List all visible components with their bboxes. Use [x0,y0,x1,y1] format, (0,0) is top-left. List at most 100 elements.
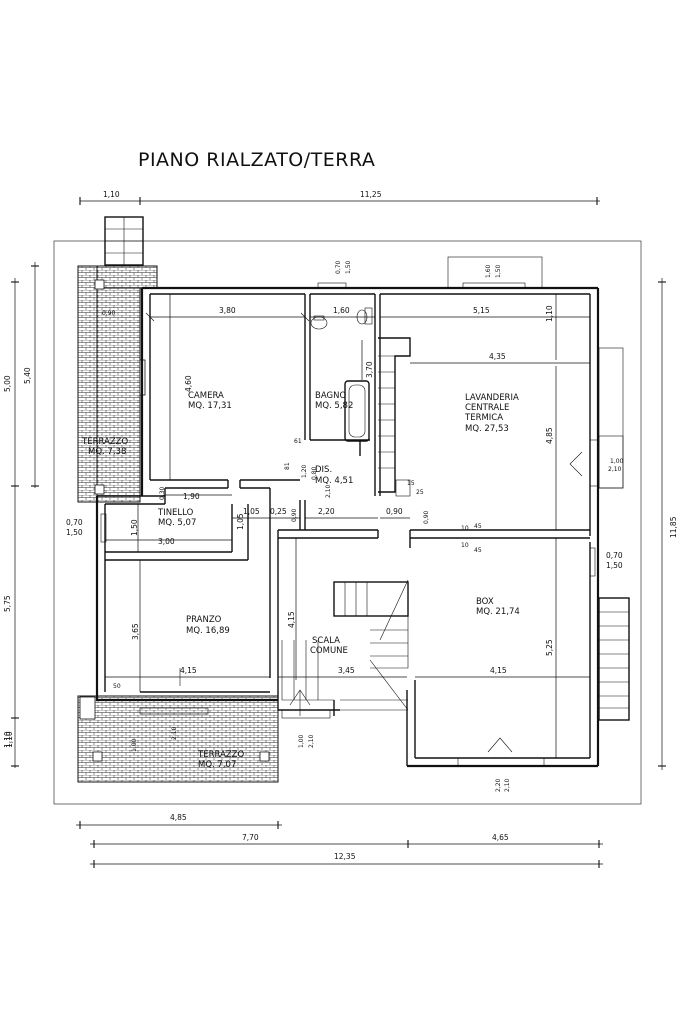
bagno-win-a: 0,70 [335,260,342,274]
tinello-win-a: 0,70 [66,518,83,527]
tinello-window [100,513,107,543]
dim-tinello-h1: 0,30 [159,486,166,500]
dim-top-right: 11,25 [360,190,382,199]
dim-left-540: 5,40 [23,367,32,384]
terrace-bottom-area: MQ. 7,07 [198,760,236,770]
dim-camera-w: 3,80 [219,306,236,315]
external-stair-top [104,216,144,266]
terrace-left-name: TERRAZZO [81,437,128,447]
bathtub [344,380,370,442]
bagno-win-b: 1,50 [345,260,352,274]
room-pranzo-area: MQ. 16,89 [186,626,230,636]
room-bagno-name: BAGNO [315,391,346,401]
scala-door-a: 1,00 [298,734,305,748]
dim-box-h: 5,25 [545,639,554,656]
lavanderia-entry-arrow [569,451,583,477]
terrace-left-area: MQ. 7,38 [88,447,126,457]
pranzo-win-b: 2,10 [171,726,178,740]
room-box-name: BOX [476,597,494,607]
right-dimension-chain: 11,85 [658,278,678,770]
box-door-b: 2,10 [504,778,511,792]
room-box-area: MQ. 21,74 [476,607,520,617]
dim-box-w: 4,15 [490,666,507,675]
small-45b: 45 [474,547,482,554]
room-dis-name: DIS. [315,465,332,475]
stair-common [281,579,409,716]
dim-scala-w: 3,45 [338,666,355,675]
dim-lav-h1: 1,10 [545,305,554,322]
room-lavanderia-line3: TERMICA [464,413,503,423]
room-scala-line2: COMUNE [310,646,348,656]
box-door-a: 2,20 [495,778,502,792]
room-pranzo-name: PRANZO [186,615,222,625]
dim-tinello-h2: 1,50 [130,519,139,536]
stair-lavanderia [378,337,411,497]
terrace-left: 0,90 TERRAZZO MQ. 7,38 [77,265,158,503]
dis-210: 2,10 [325,484,332,498]
dim-pranzo-w: 4,15 [180,666,197,675]
lav-door-a: 1,00 [610,458,624,465]
dim-pranzo-h: 3,65 [131,623,140,640]
room-camera-name: CAMERA [188,391,224,401]
terrace-bottom-name: TERRAZZO [197,750,244,760]
bagno-fixtures [310,307,373,442]
room-camera-area: MQ. 17,31 [188,401,232,411]
windows [100,256,599,767]
box-win-a: 0,70 [606,551,623,560]
dim-left-bottom-dup: 1,10 [5,731,14,748]
dim-bottom-465: 4,65 [492,833,509,842]
scala-door-b: 2,10 [308,734,315,748]
dim-lav-w1: 5,15 [473,306,490,315]
small-45a: 45 [474,523,482,530]
dim-bottom-485: 4,85 [170,813,187,822]
sheet-frame [53,240,642,805]
dim-025: 0,25 [270,507,287,516]
room-bagno-area: MQ. 5,82 [315,401,353,411]
dim-top-left: 1,10 [103,190,120,199]
dim-105: 1,05 [243,507,260,516]
dis-120: 1,20 [301,464,308,478]
dim-right-total: 11,85 [669,516,678,538]
dim-tinello-w1: 1,90 [183,492,200,501]
dim-bottom-770: 7,70 [242,833,259,842]
dim-lav-h2: 4,85 [545,427,554,444]
small-50: 50 [113,683,121,690]
lav-win-b: 1,50 [495,264,502,278]
external-stair-right [598,597,630,721]
terrace-bottom: TERRAZZO MQ. 7,07 1,00 2,10 [77,695,279,783]
dis-080: 0,80 [311,466,318,480]
lavanderia-window [462,282,526,289]
bagno-window [317,282,347,289]
internal-dimensions: 3,80 4,60 1,60 3,70 0,70 1,50 5,15 4,35 … [5,260,624,792]
dim-bagno-w: 1,60 [333,306,350,315]
pranzo-win-a: 1,00 [131,738,138,752]
dim-scala-h: 4,15 [287,611,296,628]
dim-090b: 0,90 [386,507,403,516]
room-lavanderia-line1: LAVANDERIA [465,393,519,403]
lav-win-a: 1,60 [485,264,492,278]
box-door [457,757,545,767]
top-dimension-chain: 1,10 11,25 [79,190,600,205]
room-tinello-name: TINELLO [157,508,194,518]
small-25: 25 [416,489,424,496]
dim-left-500: 5,00 [3,375,12,392]
room-lavanderia-area: MQ. 27,53 [465,424,509,434]
dim-lav-w2: 4,35 [489,352,506,361]
room-lavanderia-line2: CENTRALE [465,403,509,413]
tinello-win-b: 1,50 [66,528,83,537]
dis-81: 81 [284,462,291,470]
bottom-dimension-chains: 4,85 7,70 4,65 12,35 [76,813,603,868]
dim-tinello-w2: 3,00 [158,537,175,546]
box-window [589,547,596,577]
room-scala-line1: SCALA [312,636,340,646]
room-dis-area: MQ. 4,51 [315,476,353,486]
dim-220: 2,20 [318,507,335,516]
dim-090a: 0,90 [291,508,298,522]
dim-camera-h: 4,60 [184,375,193,392]
dim-090c: 0,90 [423,510,430,524]
dim-tinello-h3: 1,05 [236,513,245,530]
lavanderia-door [589,439,599,487]
dis-61: 61 [294,438,302,445]
sink [310,316,328,330]
small-10a: 10 [461,525,469,532]
